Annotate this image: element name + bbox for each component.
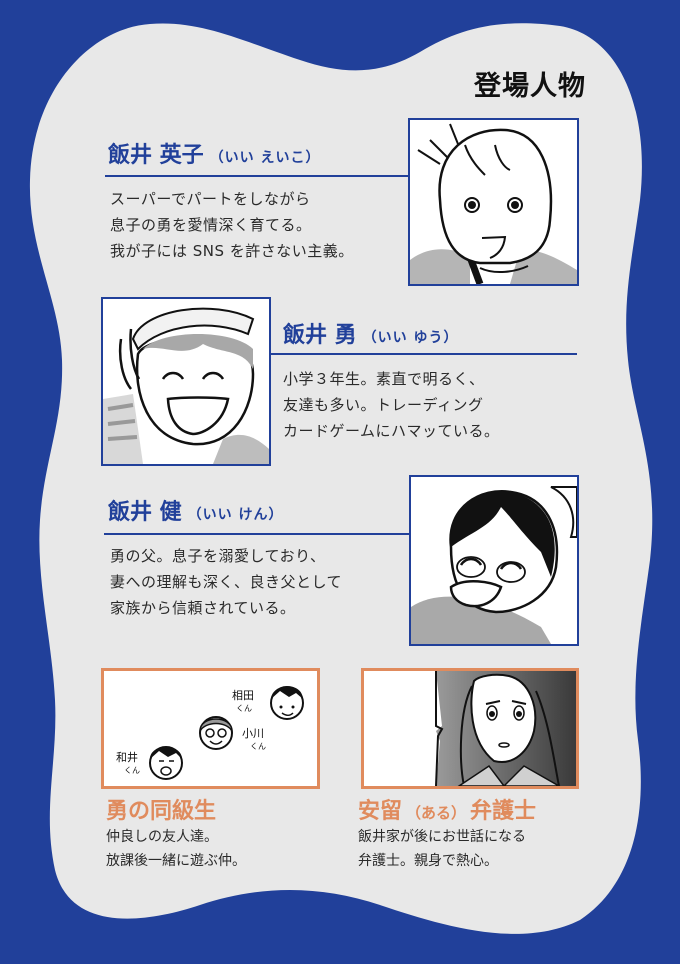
lawyer-name: 安留: [358, 799, 403, 824]
page-title: 登場人物: [474, 71, 586, 102]
character-description-yu: 小学３年生。素直で明るく、 友達も多い。トレーディング カードゲームにハマッてい…: [283, 370, 500, 440]
lawyer-title: 安留（ある）弁護士: [358, 793, 536, 825]
character-name-yu: 飯井 勇 （いい ゆう）: [283, 317, 459, 349]
label-ogawa: 小川: [242, 727, 264, 740]
portrait-ken: [409, 475, 579, 646]
name-text: 飯井 健: [108, 500, 182, 525]
classmates-image: 相田 くん 小川 くん 和井 くん: [101, 668, 320, 789]
svg-text:くん: くん: [236, 704, 252, 713]
classmates-illustration: 相田 くん 小川 くん 和井 くん: [104, 671, 317, 786]
name-text: 飯井 勇: [283, 323, 357, 348]
divider-line: [105, 175, 409, 177]
svg-text:くん: くん: [250, 742, 266, 751]
character-description-ken: 勇の父。息子を溺愛しており、 妻への理解も深く、良き父として 家族から信頼されて…: [110, 547, 343, 617]
lawyer-image: [361, 668, 579, 789]
label-aida: 相田: [232, 689, 254, 702]
name-reading: （いい ゆう）: [362, 330, 459, 346]
character-description-eiko: スーパーでパートをしながら 息子の勇を愛情深く育てる。 我が子には SNS を許…: [110, 190, 354, 260]
mother-portrait-illustration: [410, 120, 577, 284]
name-text: 飯井 英子: [108, 143, 204, 168]
name-reading: （いい えいこ）: [209, 150, 321, 166]
name-reading: （いい けん）: [187, 507, 284, 523]
portrait-yu: [101, 297, 271, 466]
svg-text:くん: くん: [124, 766, 140, 775]
character-name-ken: 飯井 健 （いい けん）: [108, 494, 284, 526]
character-name-eiko: 飯井 英子 （いい えいこ）: [108, 137, 321, 169]
classmates-title: 勇の同級生: [106, 799, 217, 824]
divider-line: [271, 353, 577, 355]
lawyer-description: 飯井家が後にお世話になる 弁護士。親身で熱心。: [358, 829, 526, 869]
label-wai: 和井: [116, 750, 138, 764]
portrait-eiko: [408, 118, 579, 286]
lawyer-illustration: [364, 671, 576, 786]
son-portrait-illustration: [103, 299, 269, 464]
lawyer-role: 弁護士: [470, 799, 537, 824]
classmates-description: 仲良しの友人達。 放課後一緒に遊ぶ仲。: [106, 829, 246, 869]
divider-line: [104, 533, 410, 535]
father-portrait-illustration: [411, 477, 577, 644]
lawyer-reading: （ある）: [406, 804, 467, 822]
